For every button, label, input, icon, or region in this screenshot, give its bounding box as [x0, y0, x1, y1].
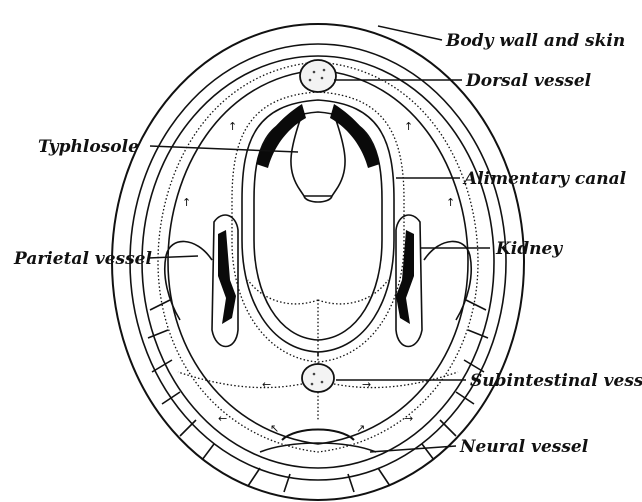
label-typhlosole: Typhlosole: [38, 137, 139, 157]
leader-parietal-vessel: [148, 256, 198, 258]
svg-text:↗: ↗: [356, 422, 365, 435]
dorsal-vessel-shape: [300, 60, 336, 92]
kidney-left-tubule: [218, 230, 236, 324]
label-alimentary-canal: Alimentary canal: [462, 169, 627, 189]
alimentary-canal: [232, 92, 404, 362]
peritoneum-outline: [142, 56, 494, 468]
svg-text:↑: ↑: [404, 120, 413, 133]
typhlosole-shape: [291, 120, 345, 196]
label-subintestinal-vessel: Subintestinal vessel: [470, 371, 642, 391]
kidneys: [212, 215, 422, 346]
dorsal-vessel: [300, 60, 336, 92]
subintestinal-branches-up: [248, 280, 388, 364]
parietal-vessel-right: [424, 241, 471, 320]
label-dorsal-vessel: Dorsal vessel: [465, 71, 592, 91]
svg-text:←: ←: [262, 378, 271, 391]
gut-capillary-layer: [232, 92, 404, 362]
svg-text:↑: ↑: [446, 196, 455, 209]
label-neural-vessel: Neural vessel: [459, 437, 589, 457]
typhlosole-tip: [304, 196, 332, 202]
label-parietal-vessel: Parietal vessel: [13, 249, 152, 269]
svg-text:↑: ↑: [182, 196, 191, 209]
label-body-wall: Body wall and skin: [445, 31, 625, 51]
svg-text:→: →: [404, 412, 413, 425]
parietal-vessel-left: [165, 241, 212, 320]
svg-text:↑: ↑: [228, 120, 237, 133]
kidney-right-tubule: [396, 230, 414, 324]
gut-sinus-left: [256, 104, 306, 168]
subintestinal-vessel: [178, 280, 458, 420]
label-kidney: Kidney: [495, 239, 563, 259]
gut-outer-wall: [242, 100, 394, 352]
svg-text:←: ←: [218, 412, 227, 425]
subintestinal-vessel-shape: [302, 364, 334, 392]
svg-text:↖: ↖: [270, 422, 279, 435]
gut-sinus-right: [330, 104, 380, 168]
labels: Body wall and skin Dorsal vessel Typhlos…: [13, 31, 642, 457]
